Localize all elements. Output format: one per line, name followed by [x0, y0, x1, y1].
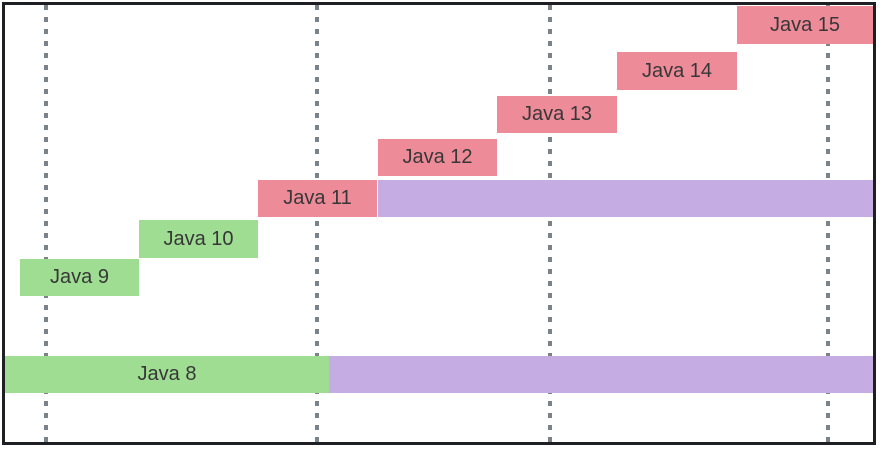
- bar-segment-java-12-pink: [378, 139, 497, 176]
- bar-segment-java-8-purple: [329, 356, 873, 393]
- vertical-dashed-gridline-3: [548, 5, 552, 443]
- bar-segment-java-11-pink: [258, 180, 377, 217]
- bar-segment-java-10-green: [139, 220, 258, 258]
- bar-segment-java-11-purple: [378, 180, 873, 217]
- bar-label-java-9: Java 9: [50, 266, 109, 288]
- vertical-dashed-gridline-4: [826, 5, 830, 443]
- bar-segment-java-8-green: [5, 356, 329, 393]
- bar-label-java-11: Java 11: [283, 187, 352, 209]
- bar-segment-java-13-pink: [497, 96, 617, 133]
- bar-label-java-8: Java 8: [137, 363, 197, 385]
- bar-label-java-14: Java 14: [641, 59, 713, 82]
- bar-segment-java-15-pink: [737, 6, 873, 44]
- bar-label-java-13: Java 13: [521, 103, 593, 125]
- bar-segment-java-14-pink: [617, 52, 737, 90]
- vertical-dashed-gridline-2: [315, 5, 319, 443]
- bar-label-java-12: Java 12: [402, 146, 473, 168]
- bar-label-java-10: Java 10: [163, 227, 234, 250]
- bar-segment-java-9-green: [20, 259, 139, 296]
- vertical-dashed-gridline-1: [44, 5, 48, 443]
- bar-label-java-15: Java 15: [769, 13, 841, 36]
